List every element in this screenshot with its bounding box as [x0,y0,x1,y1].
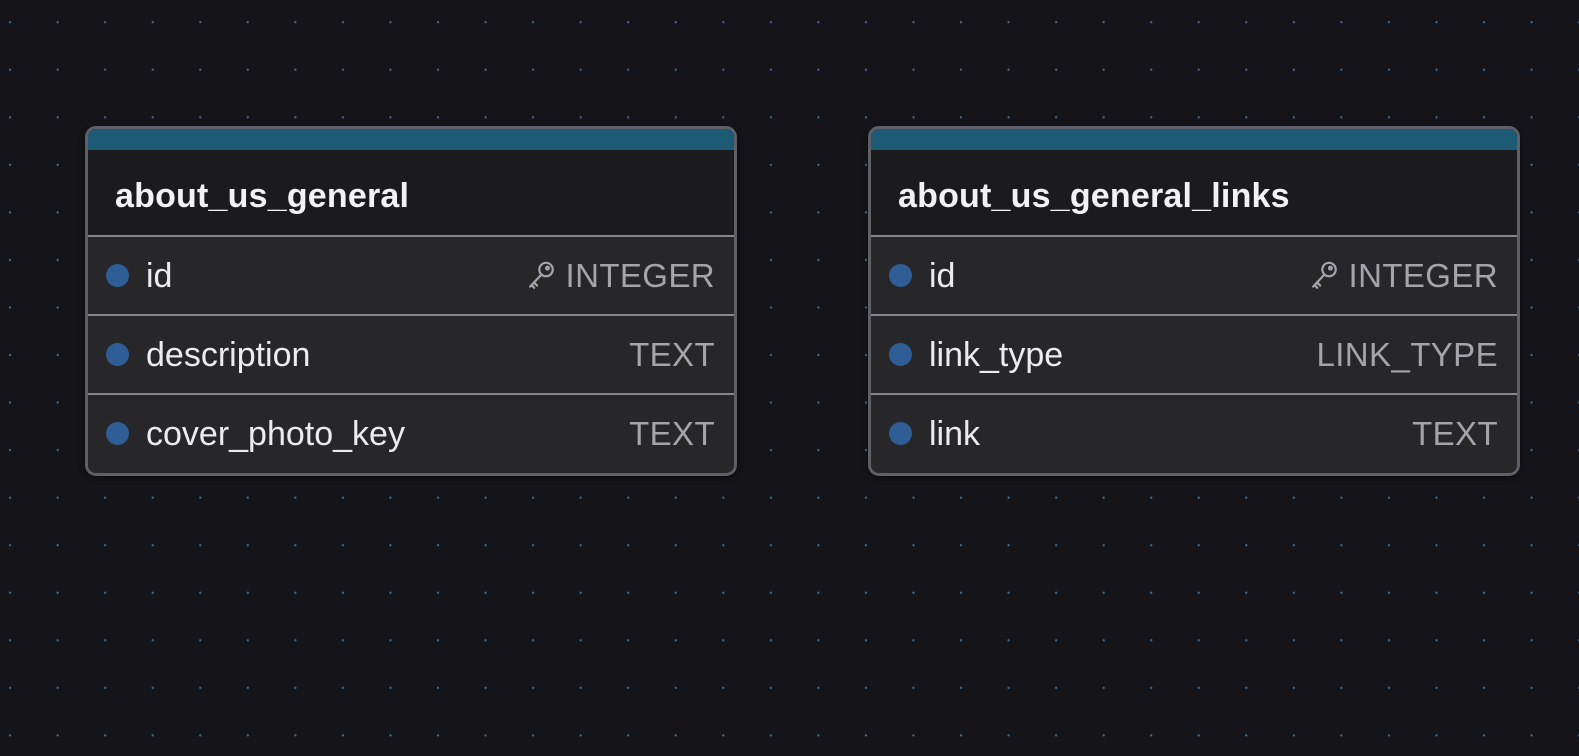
table-accent-bar [871,129,1517,150]
column-type: TEXT [629,336,715,373]
table-header[interactable]: about_us_general_links [871,129,1517,237]
table-card-about-us-general-links[interactable]: about_us_general_links id INTEGER [868,126,1520,476]
table-card-about-us-general[interactable]: about_us_general id INTEGER [85,126,737,476]
column-row-description[interactable]: description TEXT [88,316,734,395]
key-icon [526,259,557,293]
column-name: id [929,257,956,295]
column-type-group: TEXT [629,336,715,374]
column-row-cover-photo-key[interactable]: cover_photo_key TEXT [88,395,734,473]
column-type-group: INTEGER [1309,257,1498,295]
column-name: link [929,415,981,453]
column-type: TEXT [1412,415,1498,452]
column-dot-icon [106,343,129,366]
column-dot-icon [889,343,912,366]
column-row-id[interactable]: id INTEGER [88,237,734,316]
column-row-link[interactable]: link TEXT [871,395,1517,473]
column-type: TEXT [629,415,715,452]
column-type-group: LINK_TYPE [1316,336,1498,374]
column-type-group: TEXT [629,415,715,453]
column-name: id [146,257,173,295]
column-name: cover_photo_key [146,415,405,453]
table-name: about_us_general [115,177,410,215]
column-row-id[interactable]: id INTEGER [871,237,1517,316]
column-dot-icon [889,422,912,445]
column-dot-icon [106,264,129,287]
column-type-group: INTEGER [526,257,715,295]
column-row-link-type[interactable]: link_type LINK_TYPE [871,316,1517,395]
table-name: about_us_general_links [898,177,1290,215]
column-type: LINK_TYPE [1316,336,1498,373]
column-type: INTEGER [565,257,715,294]
column-type-group: TEXT [1412,415,1498,453]
column-dot-icon [106,422,129,445]
column-name: link_type [929,336,1064,374]
column-type: INTEGER [1348,257,1498,294]
column-dot-icon [889,264,912,287]
table-accent-bar [88,129,734,150]
key-icon [1309,259,1340,293]
column-name: description [146,336,311,374]
table-header[interactable]: about_us_general [88,129,734,237]
